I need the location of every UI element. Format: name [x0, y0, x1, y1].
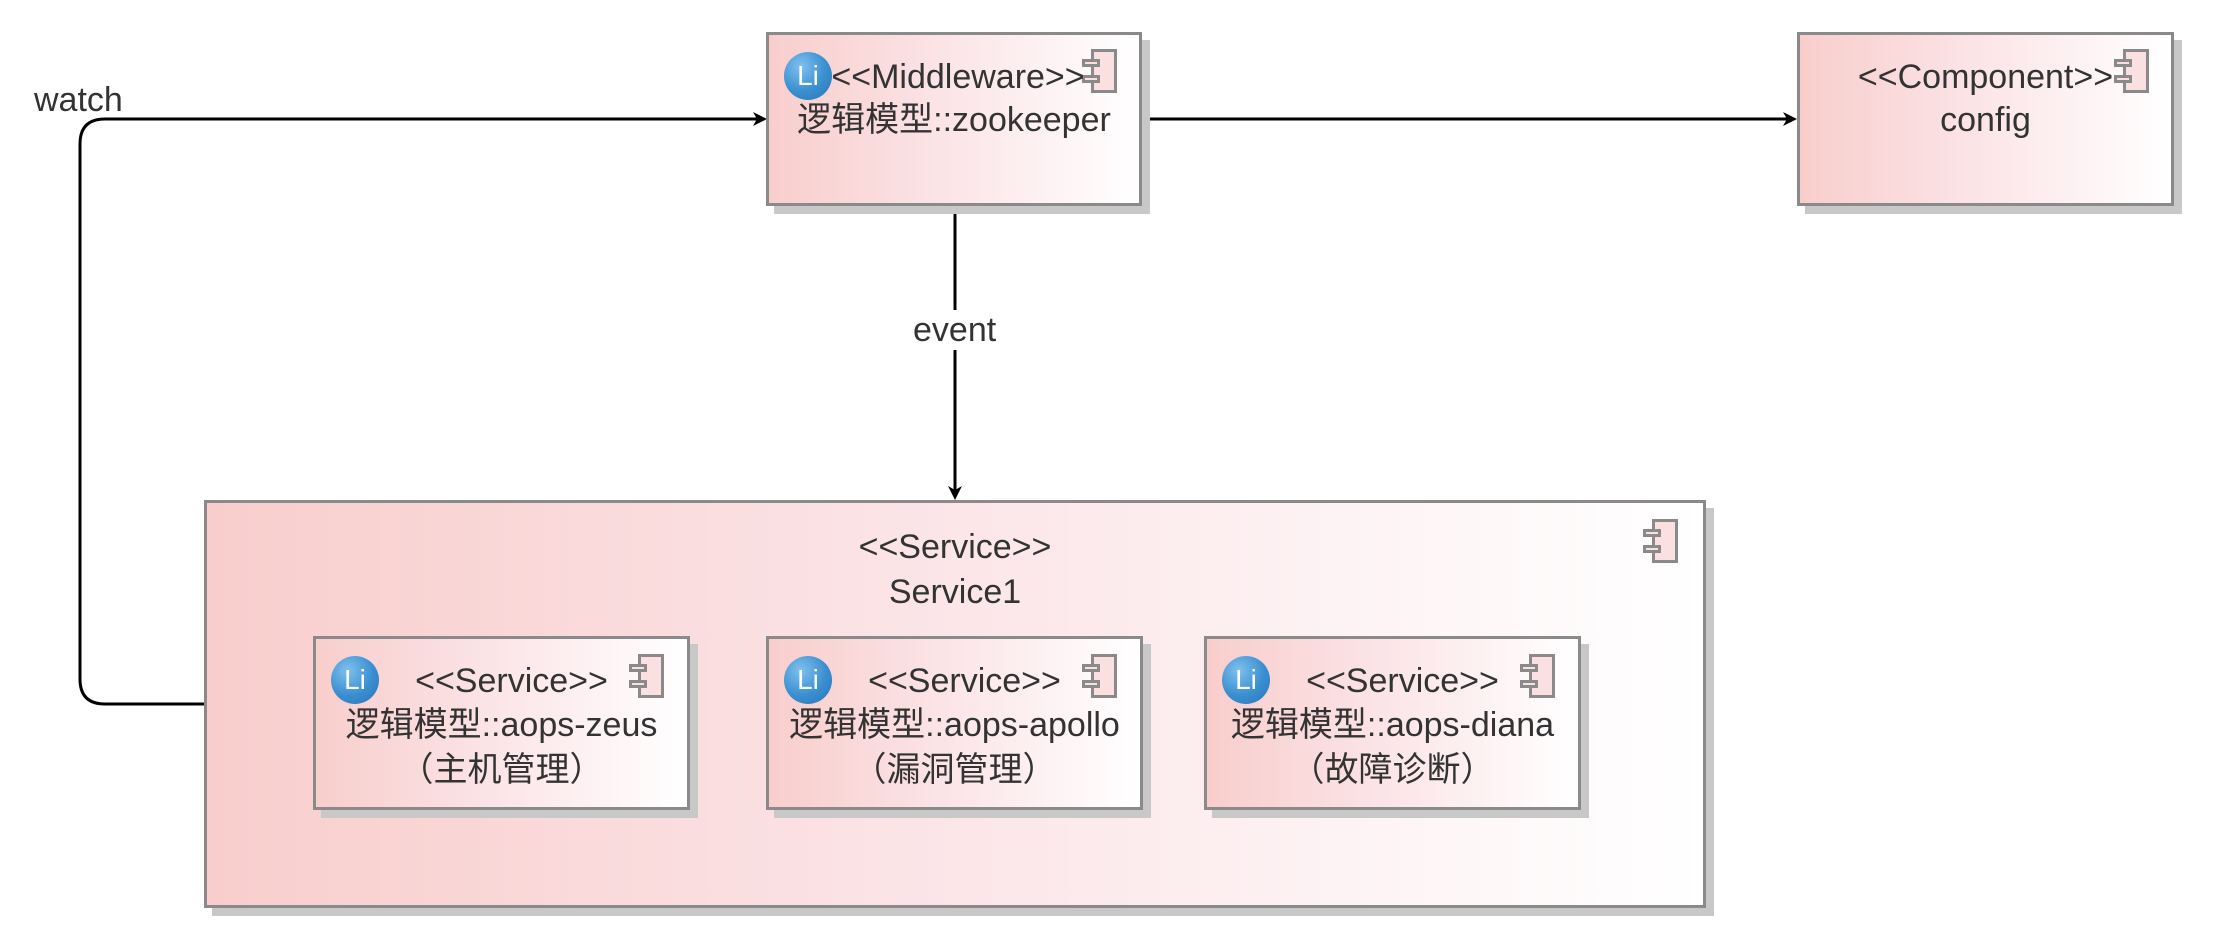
aops-zeus-name: 逻辑模型::aops-zeus [345, 706, 658, 744]
event-edge-label: event [913, 310, 997, 350]
aops-apollo-subtitle: （漏洞管理） [852, 751, 1057, 789]
aops-zeus-node[interactable]: Li <<Service>> 逻辑模型::aops-zeus （主机管理） [313, 636, 690, 810]
component-icon [629, 654, 664, 698]
zookeeper-name: 逻辑模型::zookeeper [797, 101, 1111, 139]
li-badge-icon: Li [331, 656, 379, 704]
li-badge-icon: Li [1222, 656, 1270, 704]
aops-apollo-node[interactable]: Li <<Service>> 逻辑模型::aops-apollo （漏洞管理） [766, 636, 1143, 810]
service1-stereotype: <<Service>> [858, 528, 1052, 566]
component-icon [1082, 654, 1117, 698]
config-stereotype: <<Component>> [1857, 58, 2114, 96]
aops-diana-stereotype: <<Service>> [1306, 662, 1499, 700]
config-node[interactable]: <<Component>> config [1797, 32, 2174, 206]
aops-zeus-stereotype: <<Service>> [415, 662, 608, 700]
aops-diana-node[interactable]: Li <<Service>> 逻辑模型::aops-diana （故障诊断） [1204, 636, 1581, 810]
component-icon [1643, 519, 1678, 563]
aops-diana-subtitle: （故障诊断） [1290, 751, 1495, 789]
watch-edge-label: watch [34, 81, 123, 119]
aops-apollo-stereotype: <<Service>> [868, 662, 1061, 700]
li-badge-icon: Li [784, 52, 832, 100]
component-icon [1082, 49, 1117, 93]
component-icon [2114, 49, 2149, 93]
li-badge-icon: Li [784, 656, 832, 704]
service1-name: Service1 [888, 573, 1022, 611]
aops-diana-name: 逻辑模型::aops-diana [1230, 706, 1555, 744]
aops-zeus-subtitle: （主机管理） [399, 751, 604, 789]
component-icon [1520, 654, 1555, 698]
zookeeper-stereotype: <<Middleware>> [831, 58, 1085, 96]
service1-container[interactable]: <<Service>> Service1 Li <<Service>> 逻辑模型… [204, 500, 1706, 908]
zookeeper-node[interactable]: Li <<Middleware>> 逻辑模型::zookeeper [766, 32, 1142, 206]
config-name: config [1940, 101, 2031, 139]
aops-apollo-name: 逻辑模型::aops-apollo [789, 706, 1120, 744]
watch-edge[interactable] [78, 112, 767, 706]
